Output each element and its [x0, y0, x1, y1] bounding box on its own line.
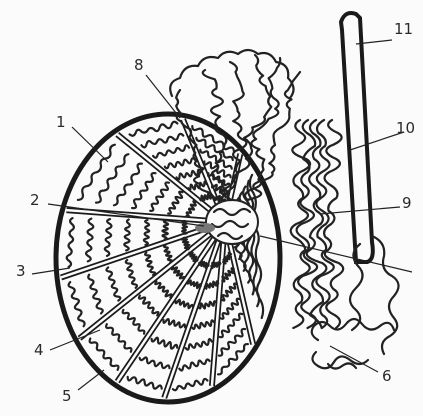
label-5: 5 — [62, 389, 72, 404]
label-1: 1 — [56, 115, 66, 130]
label-9: 9 — [402, 196, 412, 211]
ductus-deferens — [341, 13, 399, 354]
label-8: 8 — [134, 58, 144, 73]
label-11: 11 — [394, 22, 413, 37]
label-6: 6 — [382, 369, 392, 384]
epididymis-body — [291, 120, 343, 328]
label-10: 10 — [396, 121, 415, 136]
label-2: 2 — [30, 193, 40, 208]
label-3: 3 — [16, 264, 26, 279]
label-4: 4 — [34, 343, 44, 358]
